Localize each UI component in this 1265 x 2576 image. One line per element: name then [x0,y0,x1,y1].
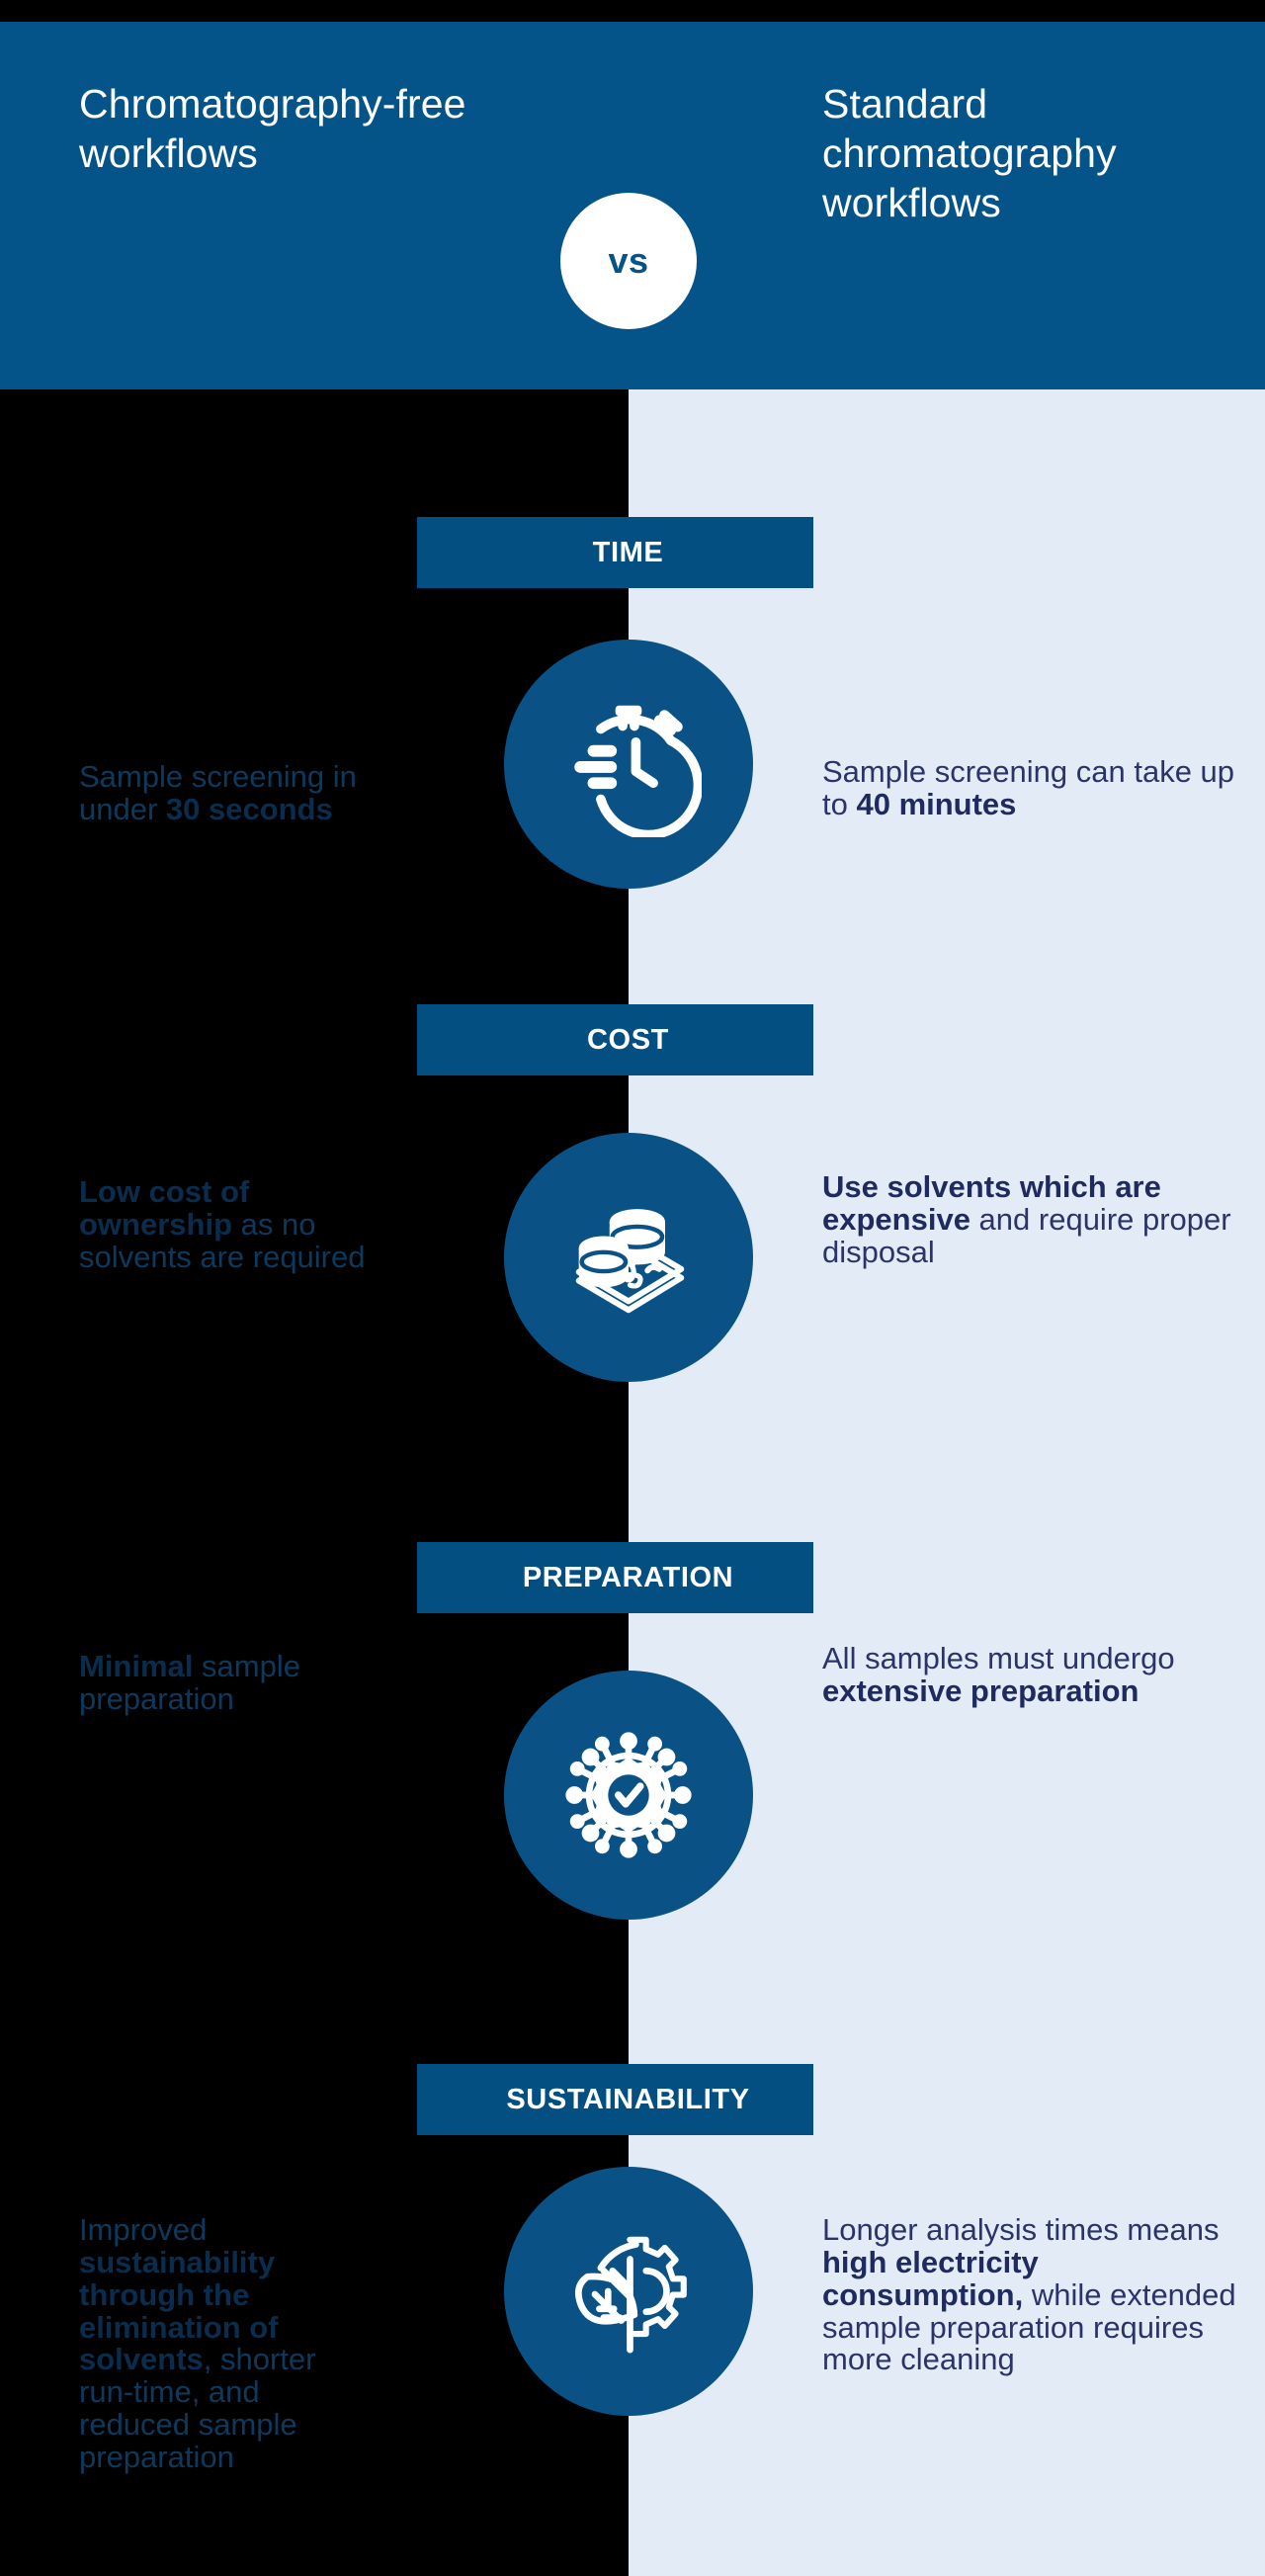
header-left-title: Chromatography-free workflows [79,81,466,177]
category-badge-sustainability: SUSTAINABILITY [417,2064,813,2135]
category-badge-label: TIME [592,536,664,568]
category-badge-cost: COST [417,1004,813,1075]
comparison-row: PREPARATION [0,1427,1265,1922]
right-column-text: Use solvents which are expensive and req… [822,1169,1231,1269]
left-column-text: Sample screening in under 30 seconds [79,759,357,826]
right-column-text: Longer analysis times means high electri… [822,2212,1236,2377]
comparison-row: COST [0,890,1265,1384]
left-column-text: Improved sustainability through the elim… [79,2212,316,2475]
gear-check-icon [504,1671,753,1920]
comparison-row: TIME [0,389,1265,889]
right-column-text: All samples must undergo extensive prepa… [822,1641,1175,1708]
left-column-text: Low cost of ownership as no solvents are… [79,1174,366,1274]
category-badge-label: COST [587,1023,669,1056]
left-column-text: Minimal sample preparation [79,1649,300,1716]
category-badge-label: SUSTAINABILITY [506,2083,750,2115]
comparison-row: SUSTAINABILITY [0,1928,1265,2422]
header-right-title: Standard chromatography workflows [822,81,1117,226]
header-banner: Chromatography-free workflows vs Standar… [0,22,1265,389]
stopwatch-icon [504,640,753,889]
leaf-gear-icon [504,2167,753,2416]
category-badge-time: TIME [417,517,813,588]
category-badge-preparation: PREPARATION [417,1542,813,1613]
category-badge-label: PREPARATION [522,1561,734,1593]
vs-badge: vs [560,193,697,329]
money-coins-icon [504,1133,753,1382]
right-column-text: Sample screening can take up to 40 minut… [822,754,1235,821]
vs-label: vs [608,240,649,281]
top-black-strip [0,0,1265,22]
